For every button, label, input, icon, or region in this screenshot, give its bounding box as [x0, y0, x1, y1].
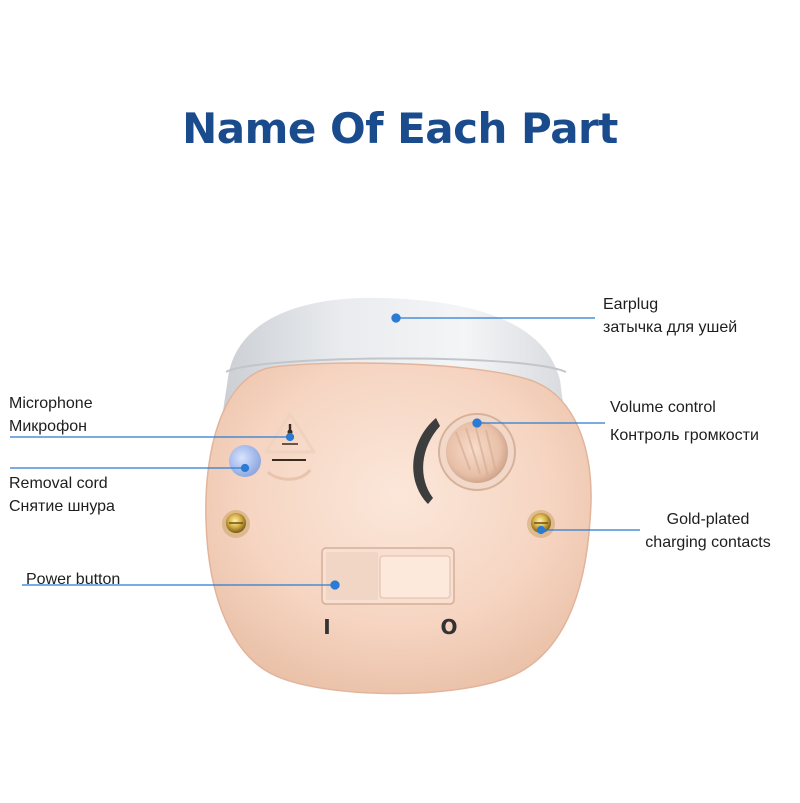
removal-cord-label-ru: Снятие шнура [9, 498, 115, 515]
microphone-label: Microphone Микрофон [9, 392, 93, 438]
charging-contact-left [222, 510, 250, 538]
removal-cord-label-en: Removal cord [9, 475, 108, 492]
earplug-label-en: Earplug [603, 296, 659, 313]
removal-cord-bead [229, 445, 261, 477]
power-button-label: Power button [26, 568, 120, 591]
volume-indicator-icon [413, 418, 440, 504]
volume-control-label: Volume control Контроль громкости [610, 396, 759, 447]
charging-contacts-leader [536, 525, 640, 535]
switch-mark-off: O [440, 615, 457, 639]
microphone-label-en: Microphone [9, 395, 93, 412]
charging-contact-right [527, 510, 555, 538]
switch-mark-on: I [323, 615, 330, 639]
charging-contacts-label: Gold-plated charging contacts [620, 508, 796, 554]
power-button-leader [22, 580, 340, 590]
charging-contacts-label-1: Gold-plated [666, 511, 750, 528]
microphone-leader [10, 432, 295, 442]
page-title: Name Of Each Part [182, 104, 618, 153]
earplug-label: Earplug затычка для ушей [603, 293, 737, 339]
removal-cord-leader [10, 463, 250, 473]
power-switch [321, 547, 455, 605]
volume-control-label-en: Volume control [610, 399, 716, 416]
power-button-label-en: Power button [26, 571, 121, 588]
microphone-port [264, 412, 316, 481]
volume-knob [438, 413, 516, 491]
volume-control-leader [472, 418, 605, 428]
removal-cord-label: Removal cord Снятие шнура [9, 472, 115, 518]
volume-control-label-ru: Контроль громкости [610, 427, 759, 444]
charging-contacts-label-2: charging contacts [645, 534, 771, 551]
microphone-label-ru: Микрофон [9, 418, 87, 435]
earplug-leader [391, 313, 595, 323]
earplug-label-ru: затычка для ушей [603, 319, 738, 336]
